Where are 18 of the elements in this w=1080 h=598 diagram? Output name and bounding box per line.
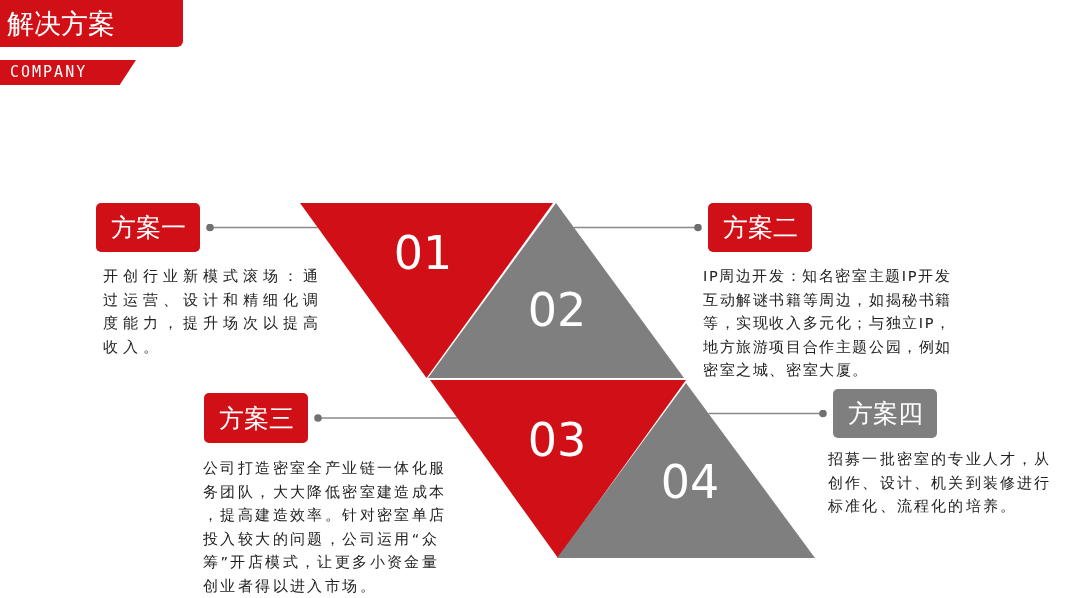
description-text: 招募一批密室的专业人才，从创作、设计、机关到装修进行标准化、流程化的培养。 — [828, 450, 1053, 516]
description-text: 开创行业新模式滚场：通过运营、设计和精细化调度能力，提升场次以提高收入。 — [103, 267, 324, 357]
leader-line — [573, 223, 702, 232]
number-label: 02 — [527, 287, 587, 333]
title-banner: 解决方案 — [0, 0, 183, 47]
leader-line — [206, 223, 319, 232]
number-label: 03 — [527, 417, 587, 463]
description-text: IP周边开发：知名密室主题IP开发互动解谜书籍等周边，如揭秘书籍等，实现收入多元化；与独立IP，地方旅游项目合作主题公园，例如密室之城、密室大厦。 — [703, 267, 953, 380]
number-label: 01 — [393, 230, 453, 276]
leader-line — [707, 409, 827, 418]
label-box: 方案一 — [96, 203, 200, 252]
label-box: 方案四 — [833, 389, 937, 438]
leader-line — [314, 414, 459, 422]
label-box: 方案三 — [204, 393, 308, 443]
subtitle-banner: COMPANY — [0, 60, 136, 85]
label-box: 方案二 — [708, 203, 812, 252]
description-text: 公司打造密室全产业链一体化服务团队，大大降低密室建造成本，提高建造效率。针对密室单店投入较大的问题，公司运用“众筹”开店模式，让更多小资金量创业者得以进入市场。 — [203, 459, 448, 596]
number-label: 04 — [660, 459, 720, 505]
